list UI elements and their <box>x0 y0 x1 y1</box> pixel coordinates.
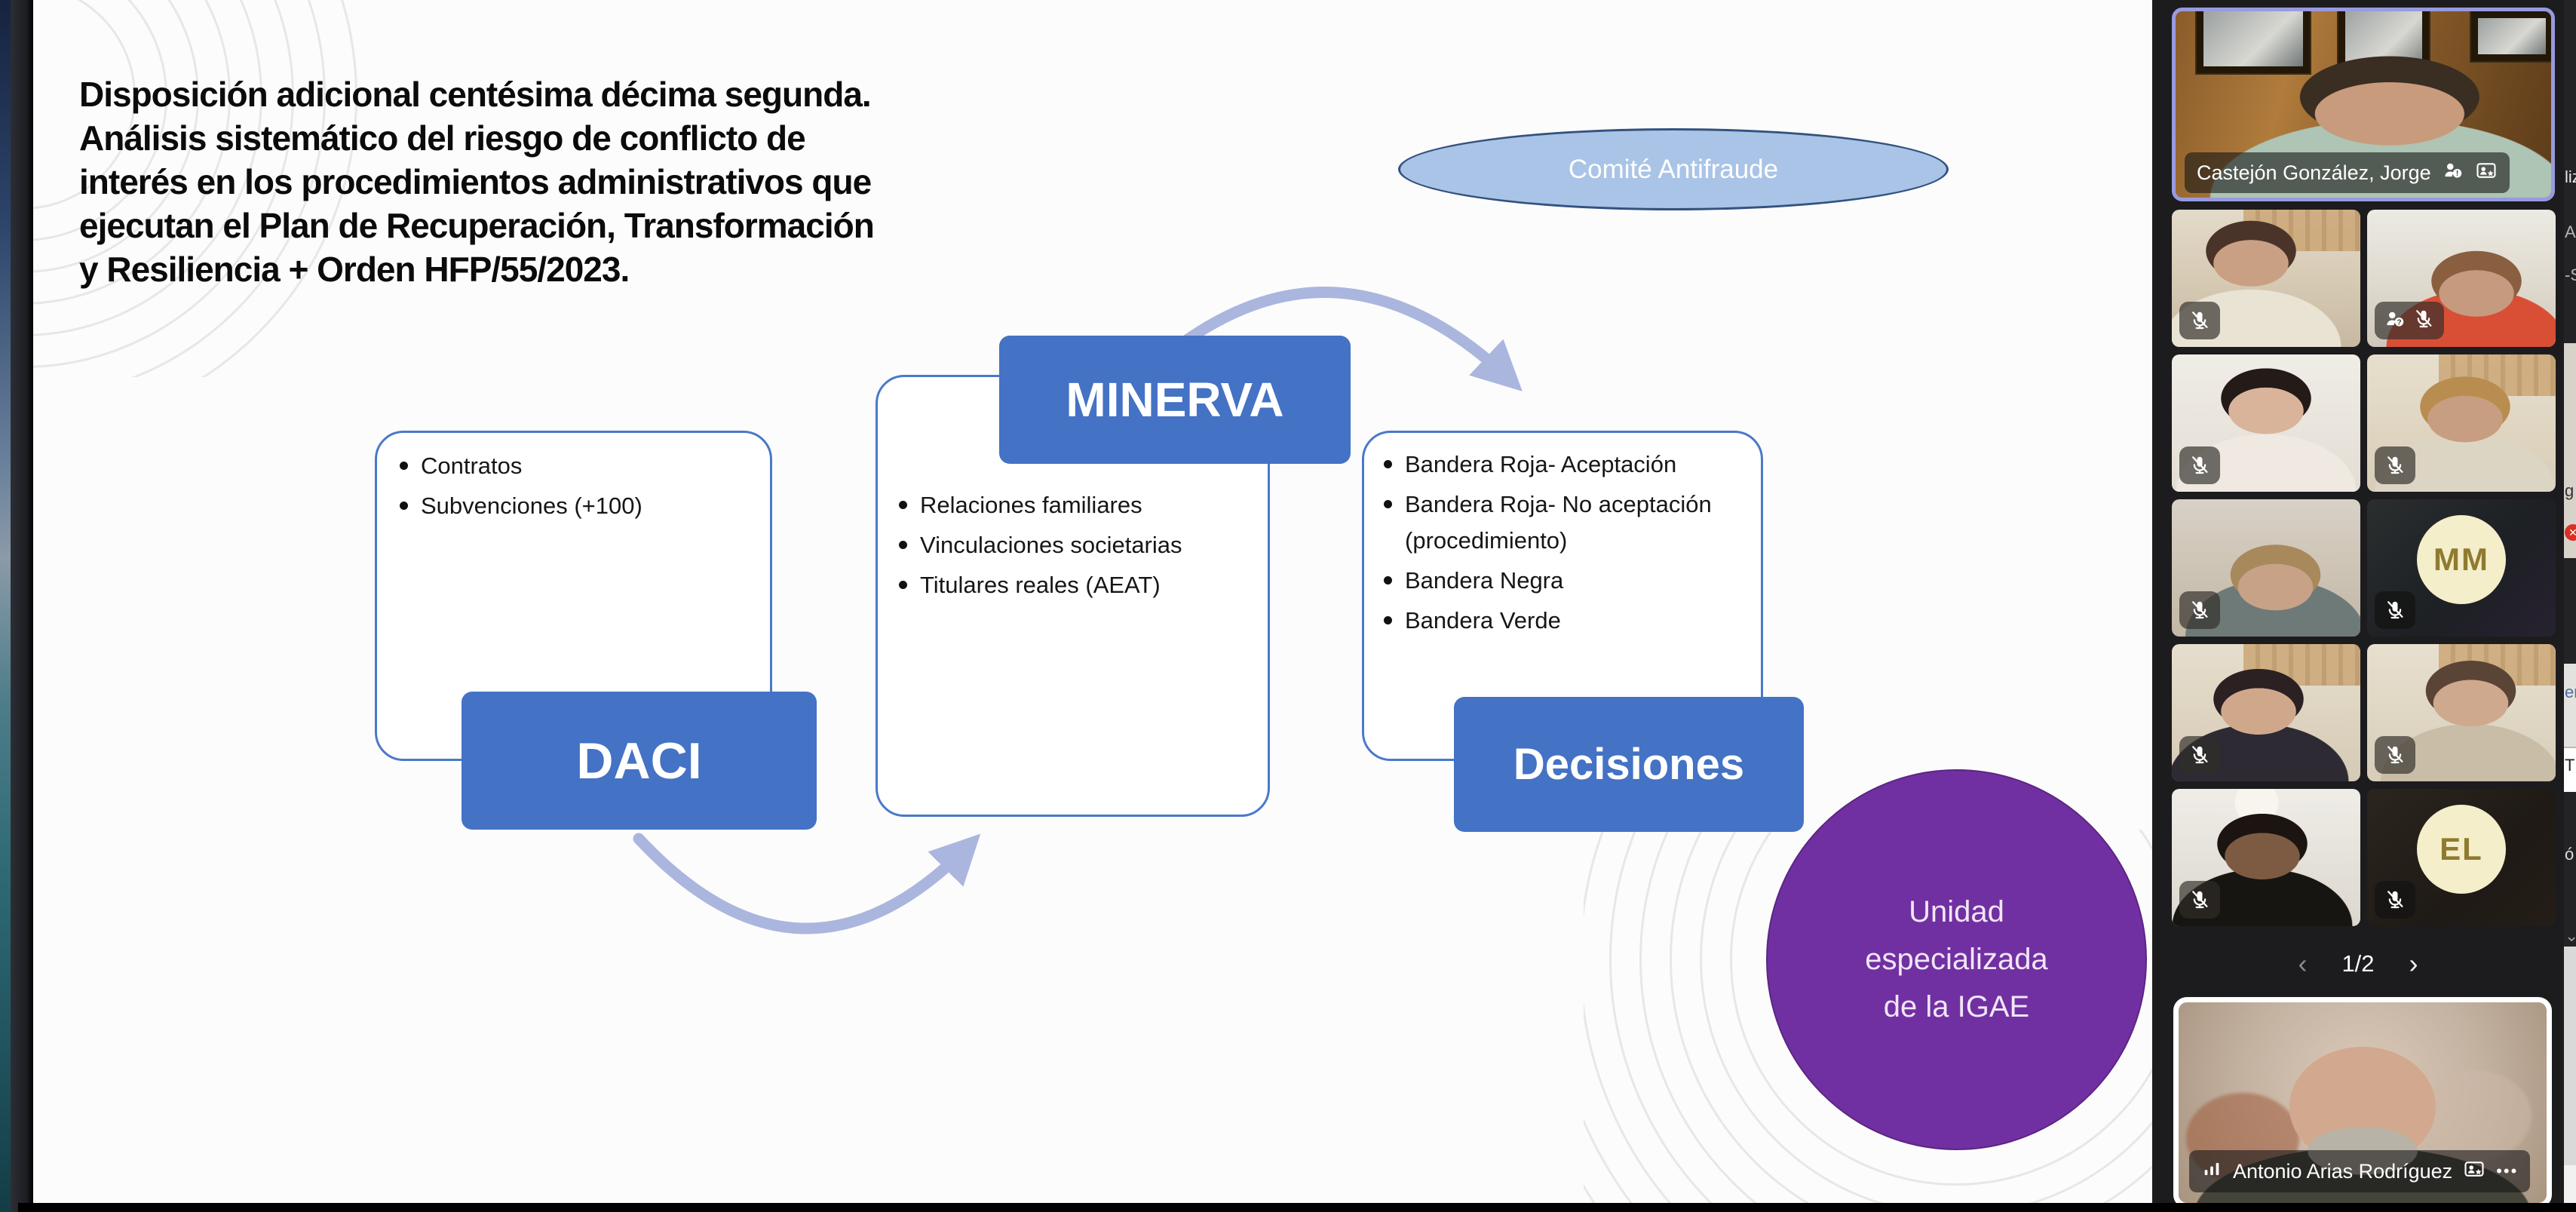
pinned-speaker-name: Antonio Arias Rodríguez <box>2233 1159 2453 1183</box>
mic-muted-icon <box>2179 881 2220 919</box>
desktop-wallpaper-strip <box>0 0 11 1212</box>
edge-text-fragment: g <box>2565 481 2574 500</box>
mic-muted-icon <box>2179 591 2220 629</box>
bullet-item: Bandera Negra <box>1376 563 1753 599</box>
bullet-item: Relaciones familiares <box>891 487 1259 523</box>
speaker-name: Castejón González, Jorge <box>2197 161 2431 184</box>
svg-text:!: ! <box>2456 170 2458 178</box>
window-edge <box>11 0 33 1212</box>
audio-level-icon <box>2201 1158 2222 1185</box>
slide-title-line: interés en los procedimientos administra… <box>79 162 872 201</box>
participant-tile[interactable] <box>2172 210 2360 347</box>
participant-tile[interactable] <box>2172 644 2360 781</box>
mic-muted-icon <box>2375 736 2415 774</box>
participant-tile[interactable] <box>2172 354 2360 492</box>
mic-muted-icon <box>2179 736 2220 774</box>
bullet-item: Bandera Verde <box>1376 603 1753 639</box>
bullet-item: Bandera Roja- No aceptación (procedimien… <box>1376 486 1753 559</box>
bullet-item: Vinculaciones societarias <box>891 527 1259 563</box>
previous-page-button[interactable]: ‹ <box>2298 948 2308 979</box>
guest-question-icon: ? <box>2384 308 2406 334</box>
chevron-down-icon: ⌄ <box>2565 926 2576 945</box>
node-daci: DACI <box>462 692 817 830</box>
edge-text-fragment: en <box>2565 683 2576 701</box>
next-page-button[interactable]: › <box>2409 948 2418 979</box>
slide-title-line: Disposición adicional centésima décima s… <box>79 75 872 114</box>
unidad-line: Unidad <box>1909 895 2004 928</box>
participant-initials-avatar: EL <box>2417 805 2506 894</box>
unidad-line: especializada <box>1865 943 2048 976</box>
mic-muted-icon <box>2179 302 2220 339</box>
person-alert-icon: ! <box>2442 159 2464 187</box>
participant-tile[interactable]: EL <box>2367 789 2556 926</box>
node-unidad-igae: Unidad especializada de la IGAE <box>1766 769 2147 1150</box>
bullet-item: Bandera Roja- Aceptación <box>1376 446 1753 483</box>
participant-tile[interactable] <box>2367 354 2556 492</box>
participants-sidebar: Castejón González, Jorge ! ? <box>2152 0 2564 1212</box>
more-options-icon[interactable]: ••• <box>2496 1161 2519 1180</box>
participant-tile[interactable]: ? <box>2367 210 2556 347</box>
background-window-sliver: liz AP -S g ✕ en T ó ⌄ <box>2564 0 2576 1212</box>
speaker-name-label: Castejón González, Jorge ! <box>2185 152 2510 193</box>
edge-text-fragment: liz <box>2565 167 2576 186</box>
svg-text:?: ? <box>2397 318 2401 327</box>
slide-title-line: Análisis sistemático del riesgo de confl… <box>79 118 806 158</box>
node-decisiones: Decisiones <box>1454 697 1804 832</box>
mic-muted-icon <box>2375 446 2415 484</box>
slide-title: Disposición adicional centésima décima s… <box>79 72 1158 291</box>
bullet-item: Contratos <box>392 448 759 484</box>
ripple-decoration-bottomright <box>1584 830 2152 1203</box>
spotlight-icon <box>2463 1158 2486 1186</box>
mic-muted-icon <box>2179 446 2220 484</box>
edge-text-fragment: T <box>2565 756 2575 775</box>
mic-muted-icon <box>2375 881 2415 919</box>
page-indicator: 1/2 <box>2341 950 2375 977</box>
participant-tile[interactable]: MM <box>2367 499 2556 637</box>
node-minerva: MINERVA <box>999 336 1351 464</box>
edge-text-fragment: ó <box>2565 845 2574 864</box>
active-speaker-tile[interactable]: Castejón González, Jorge ! <box>2172 8 2555 201</box>
participant-status-icons: ? <box>2375 302 2444 339</box>
ripple-decoration-topleft <box>33 0 440 377</box>
slide-title-line: y Resiliencia + Orden HFP/55/2023. <box>79 250 630 289</box>
close-badge-icon: ✕ <box>2565 524 2576 541</box>
shared-presentation-slide: Disposición adicional centésima décima s… <box>33 0 2152 1203</box>
bottom-black-bar <box>18 1203 2576 1212</box>
slide-title-line: ejecutan el Plan de Recuperación, Transf… <box>79 206 875 245</box>
spotlight-icon <box>2475 159 2498 187</box>
mic-muted-icon <box>2412 308 2435 334</box>
mic-muted-icon <box>2375 591 2415 629</box>
arrow-daci-to-minerva <box>633 833 981 934</box>
node-comite-antifraude: Comité Antifraude <box>1398 128 1949 210</box>
edge-text-fragment: AP <box>2565 222 2576 241</box>
bullet-item: Titulares reales (AEAT) <box>891 567 1259 603</box>
edge-text-fragment: -S <box>2565 265 2576 284</box>
participant-initials-avatar: MM <box>2417 515 2506 605</box>
unidad-line: de la IGAE <box>1883 990 2030 1023</box>
participant-tile[interactable] <box>2367 644 2556 781</box>
pinned-name-label: Antonio Arias Rodríguez ••• <box>2189 1150 2531 1192</box>
pinned-speaker-tile[interactable]: Antonio Arias Rodríguez ••• <box>2173 997 2552 1208</box>
gallery-pagination: ‹ 1/2 › <box>2152 946 2564 982</box>
bullet-item: Subvenciones (+100) <box>392 488 759 524</box>
participant-tile[interactable] <box>2172 499 2360 637</box>
participant-tile[interactable] <box>2172 789 2360 926</box>
